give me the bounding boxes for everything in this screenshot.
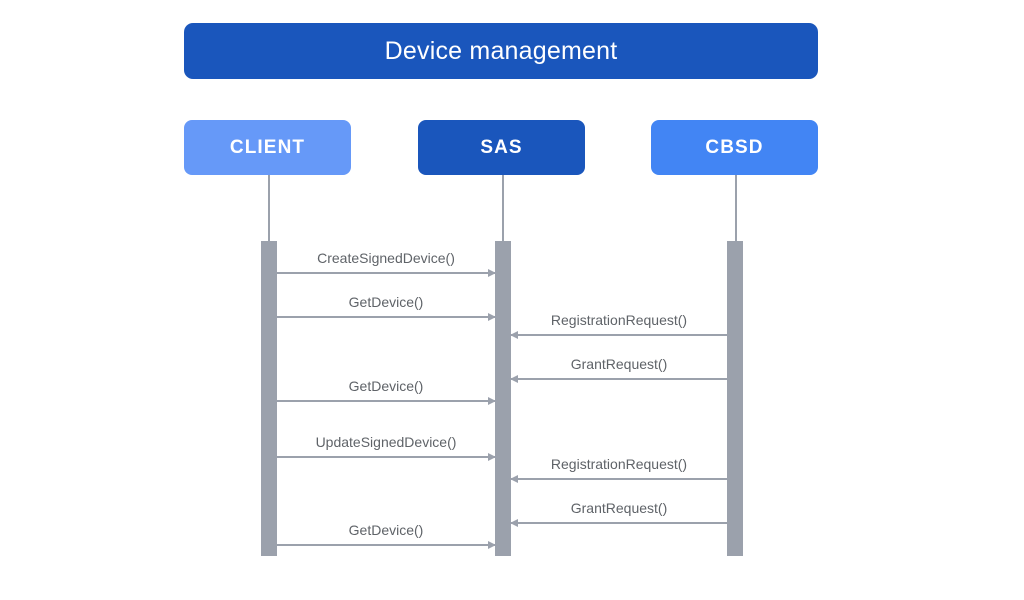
message-label: GrantRequest()	[570, 356, 668, 372]
activation-bar-sas	[495, 241, 511, 556]
participant-client[interactable]: CLIENT	[184, 120, 351, 175]
arrowhead-right-icon	[488, 397, 496, 405]
message-line	[277, 272, 495, 274]
diagram-title-bar: Device management	[184, 23, 818, 79]
message-label: CreateSignedDevice()	[317, 250, 455, 266]
activation-bar-cbsd	[727, 241, 743, 556]
lifeline-client	[268, 175, 270, 241]
participant-sas[interactable]: SAS	[418, 120, 585, 175]
activation-bar-client	[261, 241, 277, 556]
page-title: Device management	[384, 36, 618, 65]
message-line	[277, 400, 495, 402]
arrowhead-right-icon	[488, 453, 496, 461]
participant-cbsd-label: CBSD	[705, 137, 764, 158]
message-label: GetDevice()	[348, 522, 424, 538]
arrowhead-right-icon	[488, 313, 496, 321]
lifeline-cbsd	[735, 175, 737, 241]
message-line	[277, 316, 495, 318]
arrowhead-right-icon	[488, 541, 496, 549]
message-label: RegistrationRequest()	[550, 456, 688, 472]
message-line	[511, 378, 727, 380]
message-label: RegistrationRequest()	[550, 312, 688, 328]
message-line	[277, 456, 495, 458]
lifeline-sas	[502, 175, 504, 241]
arrowhead-left-icon	[510, 475, 518, 483]
participant-client-label: CLIENT	[229, 137, 306, 158]
message-line	[511, 522, 727, 524]
arrowhead-left-icon	[510, 519, 518, 527]
message-label: GetDevice()	[348, 378, 424, 394]
participant-sas-label: SAS	[480, 137, 523, 158]
message-line	[277, 544, 495, 546]
message-label: GetDevice()	[348, 294, 424, 310]
message-label: GrantRequest()	[570, 500, 668, 516]
arrowhead-left-icon	[510, 375, 518, 383]
message-line	[511, 334, 727, 336]
arrowhead-left-icon	[510, 331, 518, 339]
participant-cbsd[interactable]: CBSD	[651, 120, 818, 175]
arrowhead-right-icon	[488, 269, 496, 277]
message-line	[511, 478, 727, 480]
message-label: UpdateSignedDevice()	[315, 434, 457, 450]
